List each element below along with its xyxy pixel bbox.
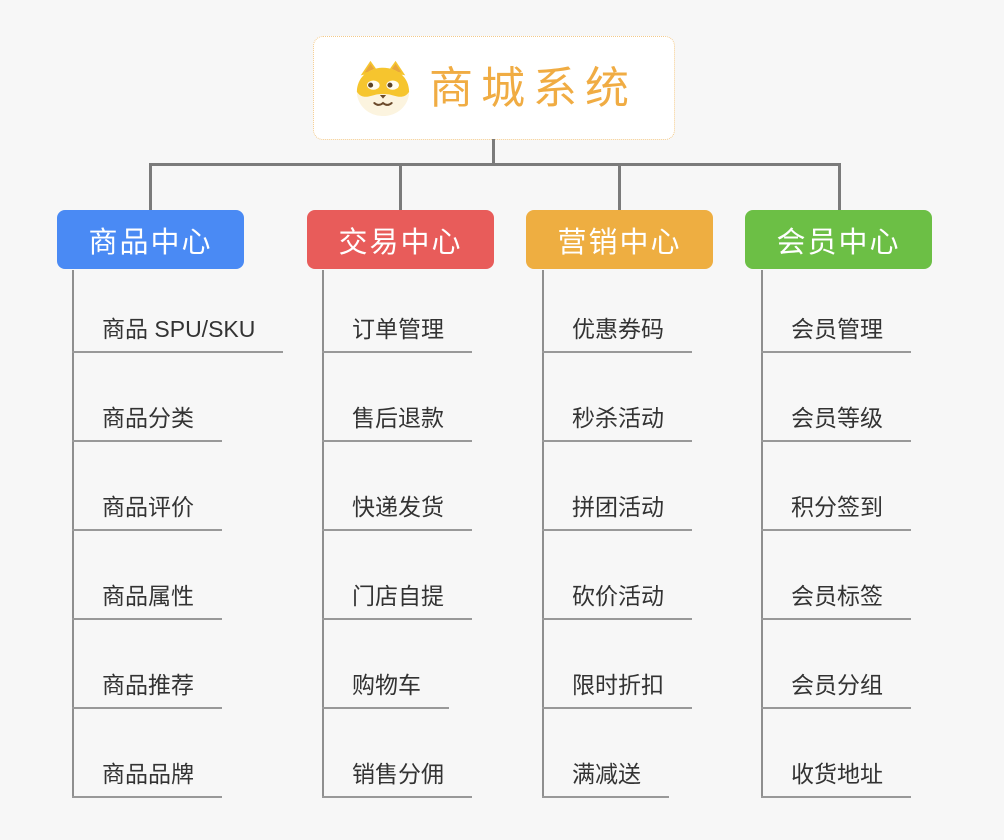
leaf-node[interactable]: 会员等级 <box>761 404 911 442</box>
leaf-node[interactable]: 满减送 <box>542 760 669 798</box>
connector-bus-line <box>149 163 841 166</box>
shiba-dog-icon <box>356 60 410 117</box>
leaf-node[interactable]: 商品分类 <box>72 404 222 442</box>
branch-stem-marketing-center <box>542 270 544 798</box>
leaf-node[interactable]: 会员分组 <box>761 671 911 709</box>
leaf-node[interactable]: 商品品牌 <box>72 760 222 798</box>
leaf-node[interactable]: 订单管理 <box>322 315 472 353</box>
branch-stem-trade-center <box>322 270 324 798</box>
connector-drop-members <box>838 163 841 211</box>
leaf-node[interactable]: 拼团活动 <box>542 493 692 531</box>
branch-stem-member-center <box>761 270 763 798</box>
leaf-node[interactable]: 商品属性 <box>72 582 222 620</box>
branch-node-member-center[interactable]: 会员中心 <box>745 210 932 269</box>
leaf-node[interactable]: 售后退款 <box>322 404 472 442</box>
leaf-node[interactable]: 会员管理 <box>761 315 911 353</box>
leaf-node[interactable]: 优惠券码 <box>542 315 692 353</box>
leaf-node[interactable]: 秒杀活动 <box>542 404 692 442</box>
leaf-node[interactable]: 积分签到 <box>761 493 911 531</box>
leaf-node[interactable]: 会员标签 <box>761 582 911 620</box>
leaf-node[interactable]: 销售分佣 <box>322 760 472 798</box>
leaf-node[interactable]: 收货地址 <box>761 760 911 798</box>
connector-drop-products <box>149 163 152 211</box>
leaf-node[interactable]: 限时折扣 <box>542 671 692 709</box>
branch-node-marketing-center[interactable]: 营销中心 <box>526 210 713 269</box>
connector-root-trunk <box>492 139 495 165</box>
leaf-node[interactable]: 商品评价 <box>72 493 222 531</box>
branch-stem-product-center <box>72 270 74 798</box>
connector-drop-marketing <box>618 163 621 211</box>
leaf-node[interactable]: 快递发货 <box>322 493 472 531</box>
root-node-mall-system[interactable]: 商城系统 <box>313 36 675 140</box>
connector-drop-trade <box>399 163 402 211</box>
leaf-node[interactable]: 商品推荐 <box>72 671 222 709</box>
leaf-node[interactable]: 砍价活动 <box>542 582 692 620</box>
root-title: 商城系统 <box>429 64 637 113</box>
branch-node-trade-center[interactable]: 交易中心 <box>307 210 494 269</box>
leaf-node[interactable]: 购物车 <box>322 671 449 709</box>
leaf-node[interactable]: 商品 SPU/SKU <box>72 315 284 353</box>
leaf-node[interactable]: 门店自提 <box>322 582 472 620</box>
branch-node-product-center[interactable]: 商品中心 <box>57 210 244 269</box>
